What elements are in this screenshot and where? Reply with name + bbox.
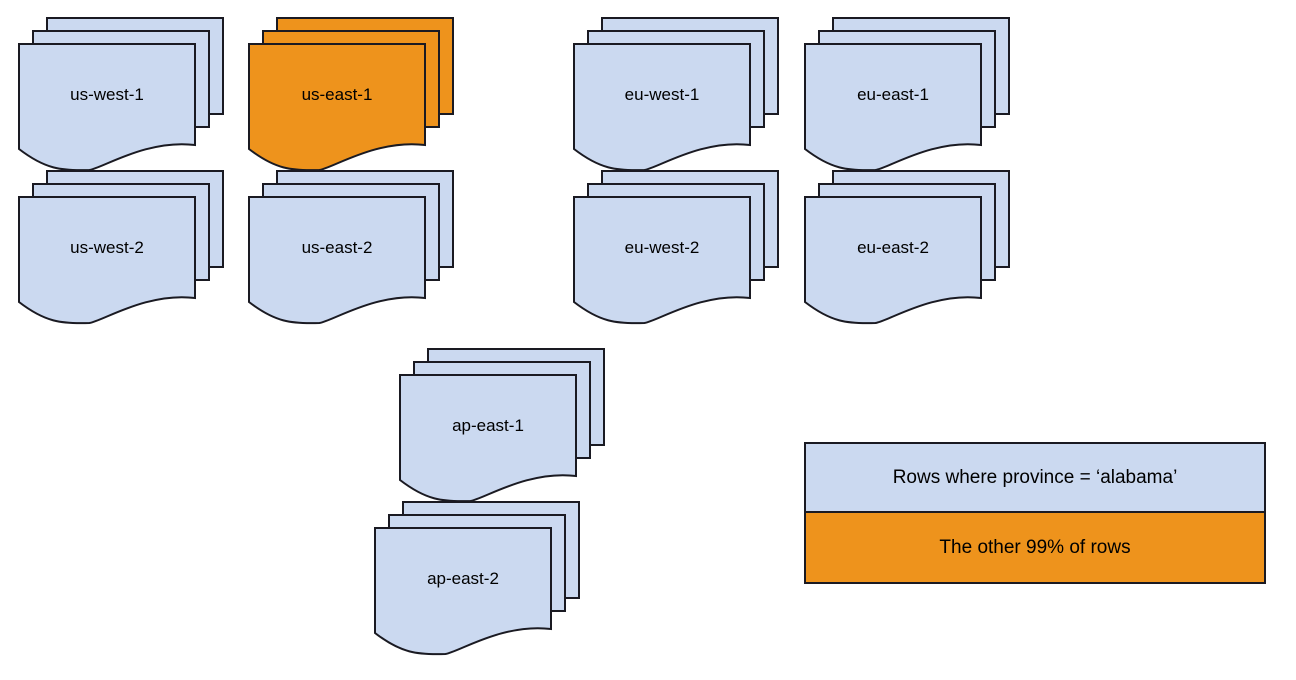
doc-stack-front-sheet xyxy=(248,43,426,172)
legend-label-other-rows: The other 99% of rows xyxy=(939,536,1131,558)
legend-label-rows-alabama: Rows where province = ‘alabama’ xyxy=(892,466,1178,488)
doc-stack-front-sheet xyxy=(573,43,751,172)
legend-row-rows-alabama: Rows where province = ‘alabama’ xyxy=(806,444,1264,513)
doc-stack-ap-east-1[interactable] xyxy=(399,348,605,503)
doc-stack-front-sheet xyxy=(374,527,552,656)
doc-stack-eu-west-2[interactable] xyxy=(573,170,779,325)
doc-stack-us-west-1[interactable] xyxy=(18,17,224,172)
doc-stack-front-sheet xyxy=(248,196,426,325)
doc-stack-eu-east-1[interactable] xyxy=(804,17,1010,172)
doc-stack-ap-east-2[interactable] xyxy=(374,501,580,656)
doc-stack-front-sheet xyxy=(804,196,982,325)
doc-stack-eu-west-1[interactable] xyxy=(573,17,779,172)
doc-stack-front-sheet xyxy=(573,196,751,325)
doc-stack-us-east-1[interactable] xyxy=(248,17,454,172)
legend-row-other-rows: The other 99% of rows xyxy=(806,513,1264,582)
legend: Rows where province = ‘alabama’ The othe… xyxy=(804,442,1266,584)
doc-stack-front-sheet xyxy=(399,374,577,503)
doc-stack-us-east-2[interactable] xyxy=(248,170,454,325)
doc-stack-front-sheet xyxy=(804,43,982,172)
doc-stack-eu-east-2[interactable] xyxy=(804,170,1010,325)
doc-stack-front-sheet xyxy=(18,196,196,325)
doc-stack-us-west-2[interactable] xyxy=(18,170,224,325)
doc-stack-front-sheet xyxy=(18,43,196,172)
